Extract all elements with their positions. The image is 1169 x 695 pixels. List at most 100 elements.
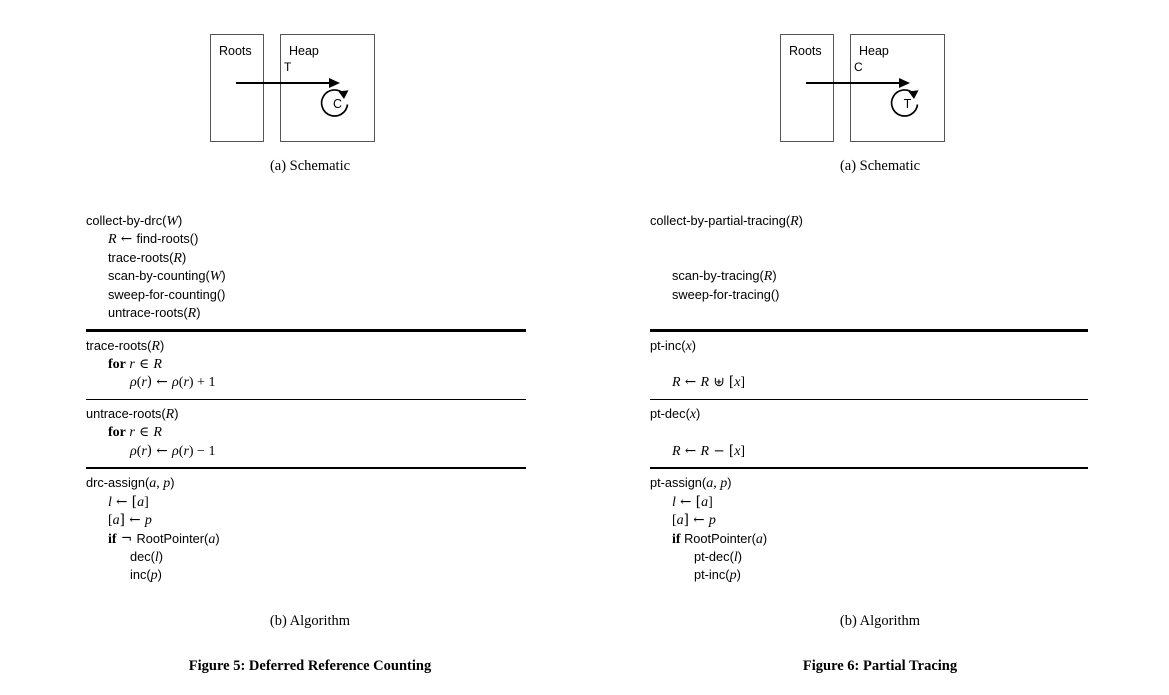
code-line: untrace-roots(R) xyxy=(86,405,526,423)
code-token: x xyxy=(689,407,697,423)
code-token: ) xyxy=(159,337,165,353)
code-token: ) xyxy=(727,475,732,491)
code-line: dec(l) xyxy=(86,548,526,566)
code-token: a xyxy=(137,494,145,510)
code-token: R xyxy=(108,232,117,248)
heap-box-label: Heap xyxy=(289,44,319,58)
code-token: [ xyxy=(672,513,677,529)
code-token: l xyxy=(108,494,112,510)
code-token: ) xyxy=(178,213,183,228)
code-line: sweep-for-counting() xyxy=(86,286,526,304)
code-token: pt-dec( xyxy=(694,549,734,565)
code-token: a xyxy=(755,531,763,547)
code-token: pt-inc( xyxy=(650,337,686,353)
code-token: p xyxy=(729,568,737,584)
code-token: ) ← xyxy=(146,374,173,391)
section-divider xyxy=(86,398,526,401)
loop-label-right: T xyxy=(903,97,912,111)
code-token: R xyxy=(763,269,773,285)
code-token: , xyxy=(156,476,164,492)
code-token: a xyxy=(208,531,216,547)
code-token: dec( xyxy=(130,549,155,565)
code-token: ← xyxy=(680,374,701,391)
code-token: ( xyxy=(136,375,142,391)
code-line xyxy=(650,230,1088,248)
code-token: a xyxy=(706,476,714,492)
code-line: [a] ← p xyxy=(650,511,1088,529)
code-line: drc-assign(a, p) xyxy=(86,474,526,492)
code-token: l xyxy=(733,550,738,566)
code-token: r xyxy=(141,443,147,459)
code-token: R xyxy=(187,305,197,321)
arrow-line xyxy=(236,82,332,84)
code-token xyxy=(650,250,654,265)
code-token: R xyxy=(672,443,681,459)
code-line: l ← [a] xyxy=(86,493,526,511)
code-token: l xyxy=(154,550,159,566)
code-line: pt-inc(p) xyxy=(650,566,1088,584)
code-token: ) xyxy=(762,530,768,546)
code-token: R xyxy=(153,356,162,372)
code-token: − [ xyxy=(709,442,735,459)
code-token: R xyxy=(672,375,681,391)
code-token: ρ xyxy=(130,443,137,459)
code-token: pt-inc( xyxy=(694,567,730,583)
loop-label-left: C xyxy=(332,97,343,111)
code-token: if xyxy=(672,531,681,547)
code-token: for xyxy=(108,425,126,441)
code-token: ) xyxy=(170,475,175,491)
section-divider xyxy=(86,467,526,470)
code-line: pt-dec(l) xyxy=(650,548,1088,566)
code-token: collect-by-drc( xyxy=(86,213,167,228)
arrow-head-icon xyxy=(329,77,340,88)
code-line: scan-by-counting(W) xyxy=(86,267,526,285)
code-token: r xyxy=(141,375,147,391)
code-token xyxy=(650,231,654,246)
code-token: ← xyxy=(680,442,701,459)
code-token: ) xyxy=(737,549,742,565)
code-line: inc(p) xyxy=(86,566,526,584)
code-token: r xyxy=(183,375,189,391)
heap-box-label: Heap xyxy=(859,44,889,58)
code-line: collect-by-drc(W) xyxy=(86,212,526,230)
code-token: a xyxy=(112,513,120,529)
figure-deferred-reference-counting: Roots Heap T C (a) Schematic collect-by-… xyxy=(50,0,570,695)
code-line xyxy=(650,355,1088,373)
code-token: ) xyxy=(798,213,803,228)
algorithm-block: collect-by-partial-tracing(R) scan-by-tr… xyxy=(650,212,1088,322)
code-token: ] ← xyxy=(683,512,709,529)
code-token: p xyxy=(163,476,171,492)
code-token: ) xyxy=(158,549,164,565)
subcaption-a-left: (a) Schematic xyxy=(269,158,351,174)
code-line xyxy=(650,249,1088,267)
algorithm-block: pt-dec(x) R ← R − [x] xyxy=(650,405,1088,460)
code-token: R xyxy=(790,214,799,229)
schematic-diagram-right: Roots Heap C T xyxy=(620,30,1140,150)
code-token: ) + 1 xyxy=(188,375,216,391)
code-token: ← [ xyxy=(111,493,138,510)
code-token: untrace-roots( xyxy=(86,406,166,422)
code-token: ) − 1 xyxy=(188,443,216,459)
code-token: p xyxy=(150,568,158,584)
code-token xyxy=(650,356,654,371)
code-token: p xyxy=(144,513,152,529)
code-token: R xyxy=(700,375,710,391)
code-line: R ← R − [x] xyxy=(650,442,1088,460)
code-token: p xyxy=(708,513,716,529)
code-token: [ xyxy=(108,513,113,529)
arrow-head-icon xyxy=(899,77,910,88)
code-token: ) xyxy=(215,530,220,546)
code-line: R ← R ⊎ [x] xyxy=(650,373,1088,391)
code-line: pt-assign(a, p) xyxy=(650,474,1088,492)
code-token: ) ← xyxy=(146,442,173,459)
algorithm-listing-right: collect-by-partial-tracing(R) scan-by-tr… xyxy=(650,212,1088,585)
code-token: a xyxy=(676,513,684,529)
section-divider xyxy=(650,329,1088,332)
code-token: x xyxy=(734,443,741,459)
code-token: ∈ xyxy=(134,355,154,372)
code-token: ( xyxy=(136,443,142,459)
code-token: ] xyxy=(708,494,713,510)
code-token: ρ xyxy=(130,375,137,391)
